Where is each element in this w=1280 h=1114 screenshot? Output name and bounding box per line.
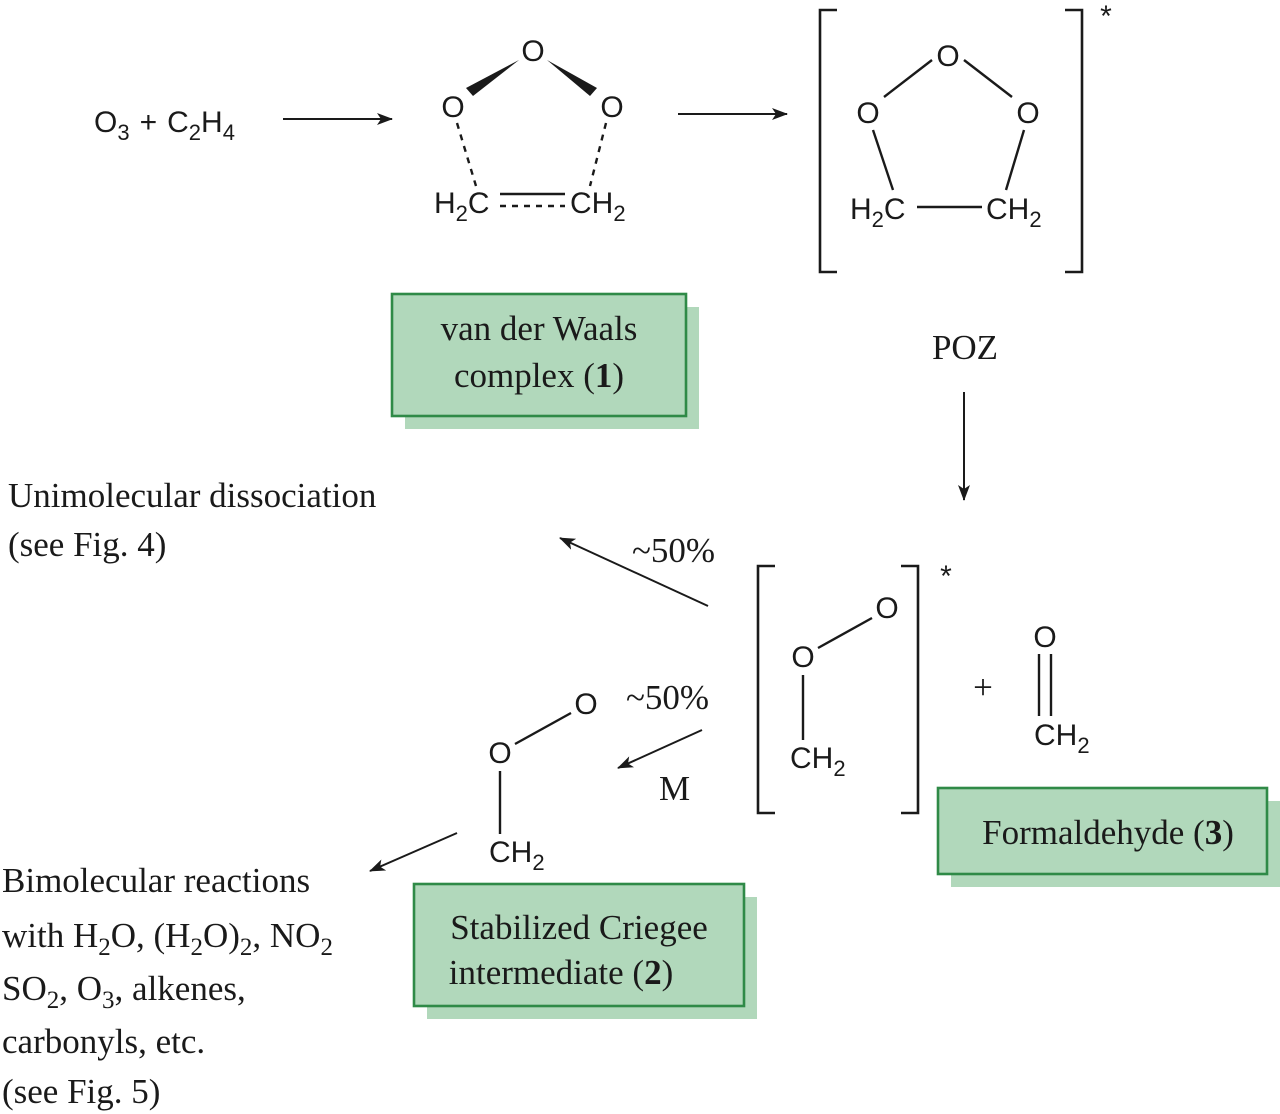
reactants: O3 + C2H4 xyxy=(94,106,235,145)
vdw-complex-box: van der Waals complex (1) xyxy=(390,292,699,429)
ci-o-inner: O xyxy=(791,641,814,674)
ozone-symbol: O xyxy=(94,106,117,139)
poz-oc-bond-left xyxy=(871,129,895,191)
bimolecular-text: Bimolecular reactions with H2O, (H2O)2, … xyxy=(2,861,333,1111)
atom-h2c-left: H2C xyxy=(434,187,490,226)
poz-ch2-right: CH2 xyxy=(986,193,1042,232)
formaldehyde-o: O xyxy=(1033,621,1056,654)
formaldehyde-box-rect xyxy=(936,786,1269,876)
formaldehyde-label: Formaldehyde (3) xyxy=(982,813,1234,852)
arrow-to-bimolecular xyxy=(369,832,458,872)
stabilized-criegee-structure: O O CH2 xyxy=(488,688,597,875)
ci-oo-bond xyxy=(817,616,873,650)
sci-o-inner: O xyxy=(488,737,511,770)
poz-oo-bond-left xyxy=(883,59,933,98)
criegee-box: Stabilized Criegee intermediate (2) xyxy=(412,882,757,1019)
wedge-bond-right xyxy=(547,60,597,96)
reactant-plus: + xyxy=(140,106,158,139)
arrow-to-unimolecular xyxy=(559,537,709,607)
bimolecular-line2: with H2O, (H2O)2, NO2 xyxy=(2,916,333,961)
unimolecular-line1: Unimolecular dissociation xyxy=(8,476,376,515)
poz-o-top: O xyxy=(936,40,959,73)
vdw-label-line1: van der Waals xyxy=(441,309,638,348)
poz-oc-bond-right xyxy=(1004,129,1026,191)
poz-label: POZ xyxy=(932,328,998,367)
bracket-left-poz xyxy=(818,8,837,274)
excited-marker-poz: * xyxy=(1100,0,1112,33)
wedge-bond-left xyxy=(466,60,519,96)
svg-text:O3+C2H4: O3 + C2H4 xyxy=(94,106,235,145)
dashed-bond-right xyxy=(588,122,608,187)
atom-o-top: O xyxy=(521,35,544,68)
atom-ch2-right: CH2 xyxy=(570,187,626,226)
bracket-right-poz xyxy=(1065,8,1084,274)
ozone-subscript: 3 xyxy=(117,120,129,145)
sci-oo-bond xyxy=(514,711,572,746)
ethene-carbon: C xyxy=(167,106,189,139)
third-body-m: M xyxy=(659,769,690,808)
ethene-subscript-c: 2 xyxy=(189,120,201,145)
unimolecular-line2: (see Fig. 4) xyxy=(8,525,166,564)
bimolecular-line3: SO2, O3, alkenes, xyxy=(2,969,246,1014)
bracket-left-ci xyxy=(756,564,775,815)
sci-ch2: CH2 xyxy=(489,836,545,875)
product-plus: + xyxy=(973,668,993,707)
ethene-subscript-h: 4 xyxy=(223,120,235,145)
excited-criegee-structure: * O O CH2 xyxy=(756,560,952,815)
arrow-to-stabilized xyxy=(617,729,703,769)
formaldehyde-box: Formaldehyde (3) xyxy=(936,786,1280,887)
poz-h2c-left: H2C xyxy=(850,193,906,232)
atom-o-right: O xyxy=(600,91,623,124)
formaldehyde-ch2: CH2 xyxy=(1034,719,1090,758)
branch-upper-percent: ~50% xyxy=(632,531,715,570)
ethene-hydrogen: H xyxy=(201,106,223,139)
poz-o-right: O xyxy=(1016,97,1039,130)
criegee-label-line2: intermediate (2) xyxy=(449,953,673,992)
ci-o-terminal: O xyxy=(875,592,898,625)
poz-structure: * O O O H2C CH2 xyxy=(818,0,1112,274)
poz-o-left: O xyxy=(856,97,879,130)
excited-marker-ci: * xyxy=(940,560,952,593)
vdw-box xyxy=(390,292,688,418)
branch-lower-percent: ~50% xyxy=(626,678,709,717)
formaldehyde-structure: O CH2 xyxy=(1033,621,1089,758)
vdw-complex-structure: O O O H2C CH2 xyxy=(434,35,626,226)
bimolecular-line1: Bimolecular reactions xyxy=(2,861,310,900)
poz-oo-bond-right xyxy=(963,59,1013,98)
bimolecular-line4: carbonyls, etc. xyxy=(2,1022,205,1061)
ci-ch2: CH2 xyxy=(790,742,846,781)
sci-o-terminal: O xyxy=(574,688,597,721)
criegee-label-line1: Stabilized Criegee xyxy=(450,908,708,947)
criegee-box-rect xyxy=(412,882,746,1008)
bimolecular-line5: (see Fig. 5) xyxy=(2,1072,160,1111)
vdw-label-line2: complex (1) xyxy=(454,356,624,395)
atom-o-left: O xyxy=(441,91,464,124)
bracket-right-ci xyxy=(901,564,920,815)
dashed-bond-left xyxy=(455,122,478,187)
